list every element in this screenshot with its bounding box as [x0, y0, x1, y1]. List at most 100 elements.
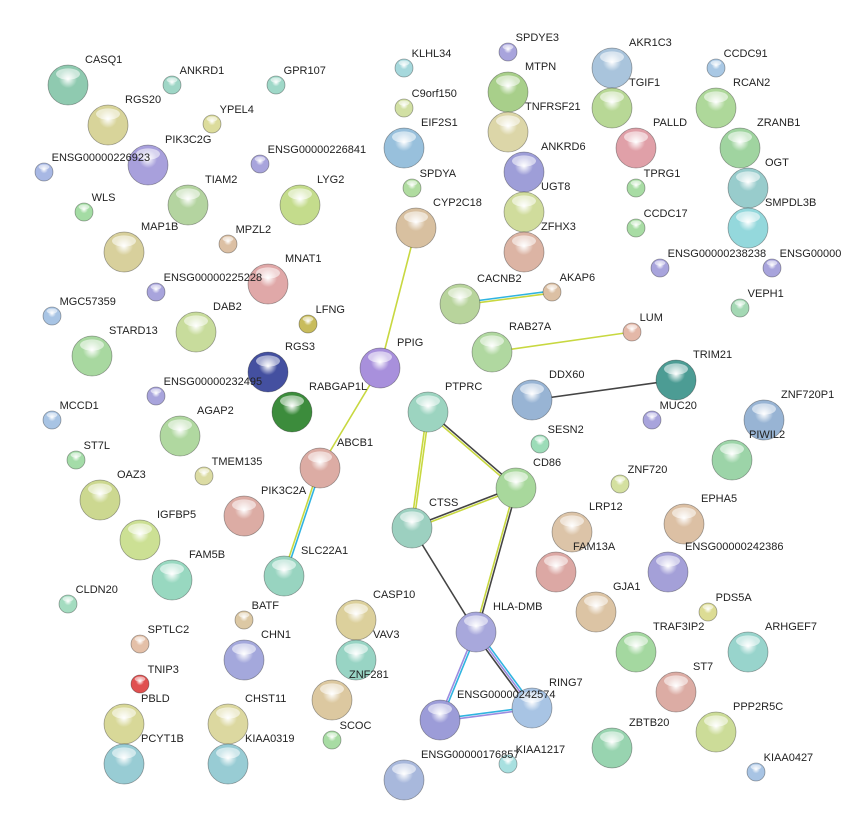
node-cacnb2[interactable]: [439, 283, 481, 325]
node-ensg00000232495[interactable]: [146, 386, 166, 406]
node-spdye3[interactable]: [498, 42, 518, 62]
edge-cyp2c18-ppig[interactable]: [379, 227, 417, 369]
node-ugt8[interactable]: [503, 191, 545, 233]
node-arhgef7[interactable]: [727, 631, 769, 673]
node-lum[interactable]: [622, 322, 642, 342]
node-lrp12[interactable]: [551, 511, 593, 553]
node-ensg00000176857[interactable]: [383, 759, 425, 801]
node-tprg1[interactable]: [626, 178, 646, 198]
node-klhl34[interactable]: [394, 58, 414, 78]
node-pik3c2a[interactable]: [223, 495, 265, 537]
node-ring7[interactable]: [511, 687, 553, 729]
node-akr1c3[interactable]: [591, 47, 633, 89]
node-rcan2[interactable]: [695, 87, 737, 129]
node-chn1[interactable]: [223, 639, 265, 681]
node-oaz3[interactable]: [79, 479, 121, 521]
node-pds5a[interactable]: [698, 602, 718, 622]
node-cyp2c18[interactable]: [395, 207, 437, 249]
node-ppp2r5c[interactable]: [695, 711, 737, 753]
node-pik3c2g[interactable]: [127, 144, 169, 186]
node-scoc[interactable]: [322, 730, 342, 750]
node-slc22a1[interactable]: [263, 555, 305, 597]
node-kiaa1217[interactable]: [498, 754, 518, 774]
node-ogt[interactable]: [727, 167, 769, 209]
node-pbld[interactable]: [103, 703, 145, 745]
node-agap2[interactable]: [159, 415, 201, 457]
node-rgs20[interactable]: [87, 104, 129, 146]
node-ccdc91[interactable]: [706, 58, 726, 78]
node-piwil2[interactable]: [711, 439, 753, 481]
node-tgif1[interactable]: [591, 87, 633, 129]
node-sptlc2[interactable]: [130, 634, 150, 654]
node-ypel4[interactable]: [202, 114, 222, 134]
node-mgc57359[interactable]: [42, 306, 62, 326]
node-ensg00000242574[interactable]: [419, 699, 461, 741]
node-st7[interactable]: [655, 671, 697, 713]
node-muc20[interactable]: [642, 410, 662, 430]
node-gja1[interactable]: [575, 591, 617, 633]
edge-ddx60-trim21[interactable]: [531, 379, 677, 401]
node-epha5[interactable]: [663, 503, 705, 545]
node-c9orf150[interactable]: [394, 98, 414, 118]
node-smpdl3b[interactable]: [727, 207, 769, 249]
node-pcyt1b[interactable]: [103, 743, 145, 785]
node-eif2s1[interactable]: [383, 127, 425, 169]
node-abcb1[interactable]: [299, 447, 341, 489]
node-ensg00000226923[interactable]: [34, 162, 54, 182]
node-map1b[interactable]: [103, 231, 145, 273]
node-lyg2[interactable]: [279, 184, 321, 226]
node-rabgap1l[interactable]: [271, 391, 313, 433]
node-tnfrsf21[interactable]: [487, 111, 529, 153]
node-ppig[interactable]: [359, 347, 401, 389]
node-rab27a[interactable]: [471, 331, 513, 373]
node-znf720p1[interactable]: [743, 399, 785, 441]
node-cldn20[interactable]: [58, 594, 78, 614]
node-stard13[interactable]: [71, 335, 113, 377]
node-chst11[interactable]: [207, 703, 249, 745]
node-sesn2[interactable]: [530, 434, 550, 454]
node-ankrd1[interactable]: [162, 75, 182, 95]
node-vav3[interactable]: [335, 639, 377, 681]
edge-cd86-hla-dmb[interactable]: [474, 487, 516, 632]
node-hla-dmb[interactable]: [455, 611, 497, 653]
node-batf[interactable]: [234, 610, 254, 630]
node-zranb1[interactable]: [719, 127, 761, 169]
node-ddx60[interactable]: [511, 379, 553, 421]
node-tnip3[interactable]: [130, 674, 150, 694]
node-lfng[interactable]: [298, 314, 318, 334]
node-palld[interactable]: [615, 127, 657, 169]
node-zbtb20[interactable]: [591, 727, 633, 769]
node-mtpn[interactable]: [487, 71, 529, 113]
node-fam13a[interactable]: [535, 551, 577, 593]
edge-ctss-hla-dmb[interactable]: [411, 527, 477, 633]
node-st7l[interactable]: [66, 450, 86, 470]
node-dab2[interactable]: [175, 311, 217, 353]
node-kiaa0427[interactable]: [746, 762, 766, 782]
node-kiaa0319[interactable]: [207, 743, 249, 785]
node-tmem135[interactable]: [194, 466, 214, 486]
node-igfbp5[interactable]: [119, 519, 161, 561]
node-ensg00000226841[interactable]: [250, 154, 270, 174]
node-spdya[interactable]: [402, 178, 422, 198]
node-casq1[interactable]: [47, 64, 89, 106]
node-gpr107[interactable]: [266, 75, 286, 95]
node-znf281[interactable]: [311, 679, 353, 721]
edge-cd86-hla-dmb[interactable]: [476, 488, 518, 633]
node-mnat1[interactable]: [247, 263, 289, 305]
node-ensg00000[interactable]: [762, 258, 782, 278]
node-wls[interactable]: [74, 202, 94, 222]
node-ptprc[interactable]: [407, 391, 449, 433]
node-traf3ip2[interactable]: [615, 631, 657, 673]
node-cd86[interactable]: [495, 467, 537, 509]
node-zfhx3[interactable]: [503, 231, 545, 273]
node-ensg00000242386[interactable]: [647, 551, 689, 593]
node-casp10[interactable]: [335, 599, 377, 641]
node-mpzl2[interactable]: [218, 234, 238, 254]
node-ccdc17[interactable]: [626, 218, 646, 238]
node-ctss[interactable]: [391, 507, 433, 549]
edge-rab27a-lum[interactable]: [491, 331, 633, 353]
node-ensg00000225228[interactable]: [146, 282, 166, 302]
node-tiam2[interactable]: [167, 184, 209, 226]
node-akap6[interactable]: [542, 282, 562, 302]
node-ankrd6[interactable]: [503, 151, 545, 193]
